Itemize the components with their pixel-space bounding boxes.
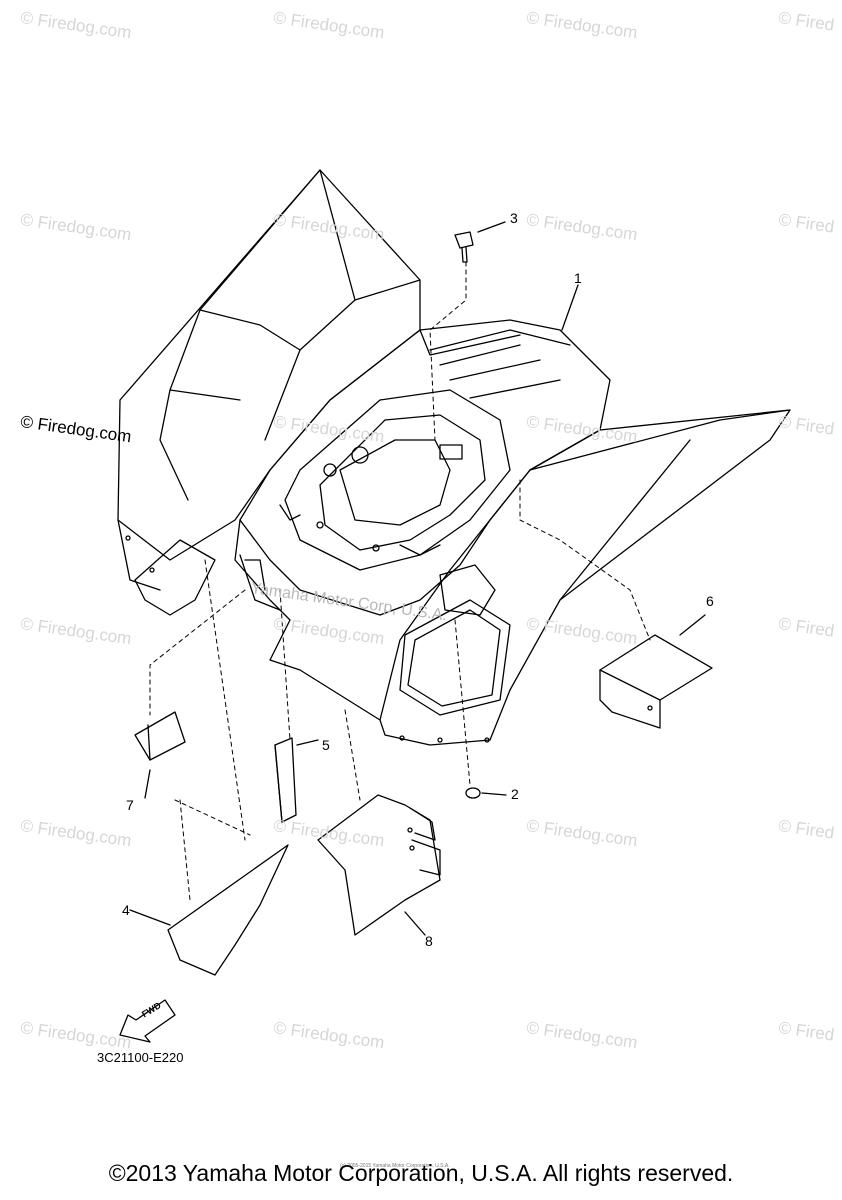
fender-left-wing xyxy=(117,169,421,591)
callout-7: 7 xyxy=(126,797,134,813)
callout-5: 5 xyxy=(322,737,330,753)
callout-1: 1 xyxy=(574,270,582,286)
bolt-part xyxy=(454,221,506,263)
copyright-notice: ©2013 Yamaha Motor Corporation, U.S.A. A… xyxy=(108,1160,734,1186)
part-7-bracket xyxy=(134,711,186,761)
fender-right-wing xyxy=(379,409,791,746)
part-6-cover xyxy=(599,634,713,729)
part-4-mudflap xyxy=(167,844,289,976)
fwd-arrow-icon xyxy=(119,999,176,1043)
nut-part xyxy=(465,787,507,799)
callout-2: 2 xyxy=(511,786,519,802)
callout-4: 4 xyxy=(122,902,130,918)
callout-6: 6 xyxy=(706,593,714,609)
callout-3: 3 xyxy=(510,210,518,226)
part-code: 3C21100-E220 xyxy=(97,1050,184,1065)
fender-lower-flaps xyxy=(134,519,381,721)
rear-fender-body xyxy=(239,319,611,616)
part-5-bracket xyxy=(274,737,297,823)
callout-8: 8 xyxy=(425,933,433,949)
tiny-copyright: (c) 2005-2015 Yamaha Motor Corporation, … xyxy=(340,1163,450,1169)
part-8-shield xyxy=(317,794,441,936)
